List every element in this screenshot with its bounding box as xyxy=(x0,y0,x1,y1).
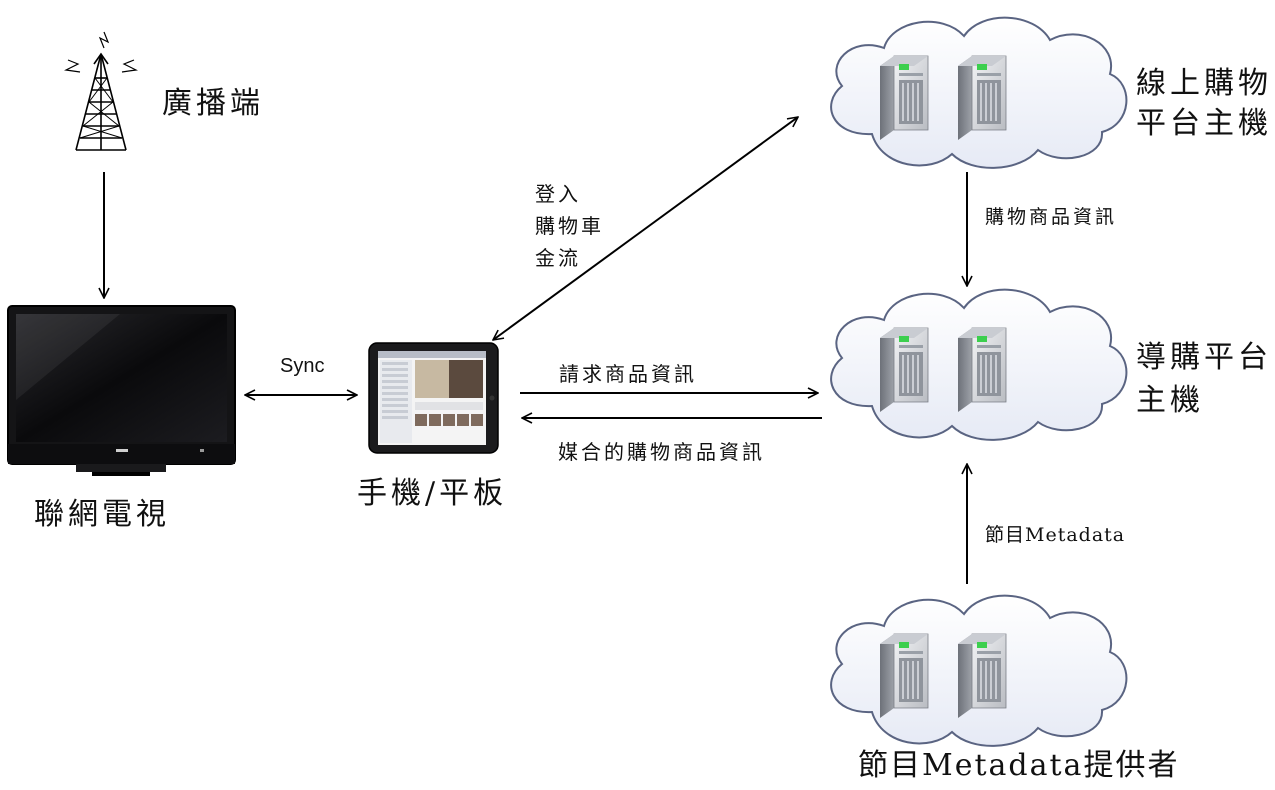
cloud-icon xyxy=(830,288,1128,441)
server-icon xyxy=(879,55,929,141)
shopping-host-label-line1: 線上購物 xyxy=(1136,66,1272,101)
shopping-info-label: 購物商品資訊 xyxy=(985,206,1118,228)
cart-label: 購物車 xyxy=(535,214,604,238)
smart-tv-label: 聯網電視 xyxy=(34,497,170,532)
broadcaster-label: 廣播端 xyxy=(162,86,264,121)
server-icon xyxy=(957,55,1007,141)
mobile-label: 手機/平板 xyxy=(357,476,508,511)
server-icon xyxy=(879,327,929,413)
payment-label: 金流 xyxy=(535,246,581,270)
metadata-provider-label: 節目Metadata提供者 xyxy=(858,748,1180,783)
cloud-icon xyxy=(830,16,1128,169)
server-icon xyxy=(957,327,1007,413)
guide-host-label-line1: 導購平台 xyxy=(1136,340,1272,375)
cloud-icon xyxy=(830,594,1128,747)
matched-info-label: 媒合的購物商品資訊 xyxy=(558,440,765,464)
tablet-icon xyxy=(368,342,499,454)
antenna-icon xyxy=(64,31,138,151)
sync-label: Sync xyxy=(280,355,325,377)
guide-host-label-line2: 主機 xyxy=(1136,383,1204,418)
server-icon xyxy=(879,633,929,719)
arrow-tablet-shopping-host xyxy=(493,117,798,340)
program-metadata-label: 節目Metadata xyxy=(985,524,1126,546)
server-icon xyxy=(957,633,1007,719)
tv-icon xyxy=(7,305,236,476)
shopping-host-label-line2: 平台主機 xyxy=(1136,106,1272,141)
request-info-label: 請求商品資訊 xyxy=(559,362,697,386)
login-label: 登入 xyxy=(535,182,581,206)
